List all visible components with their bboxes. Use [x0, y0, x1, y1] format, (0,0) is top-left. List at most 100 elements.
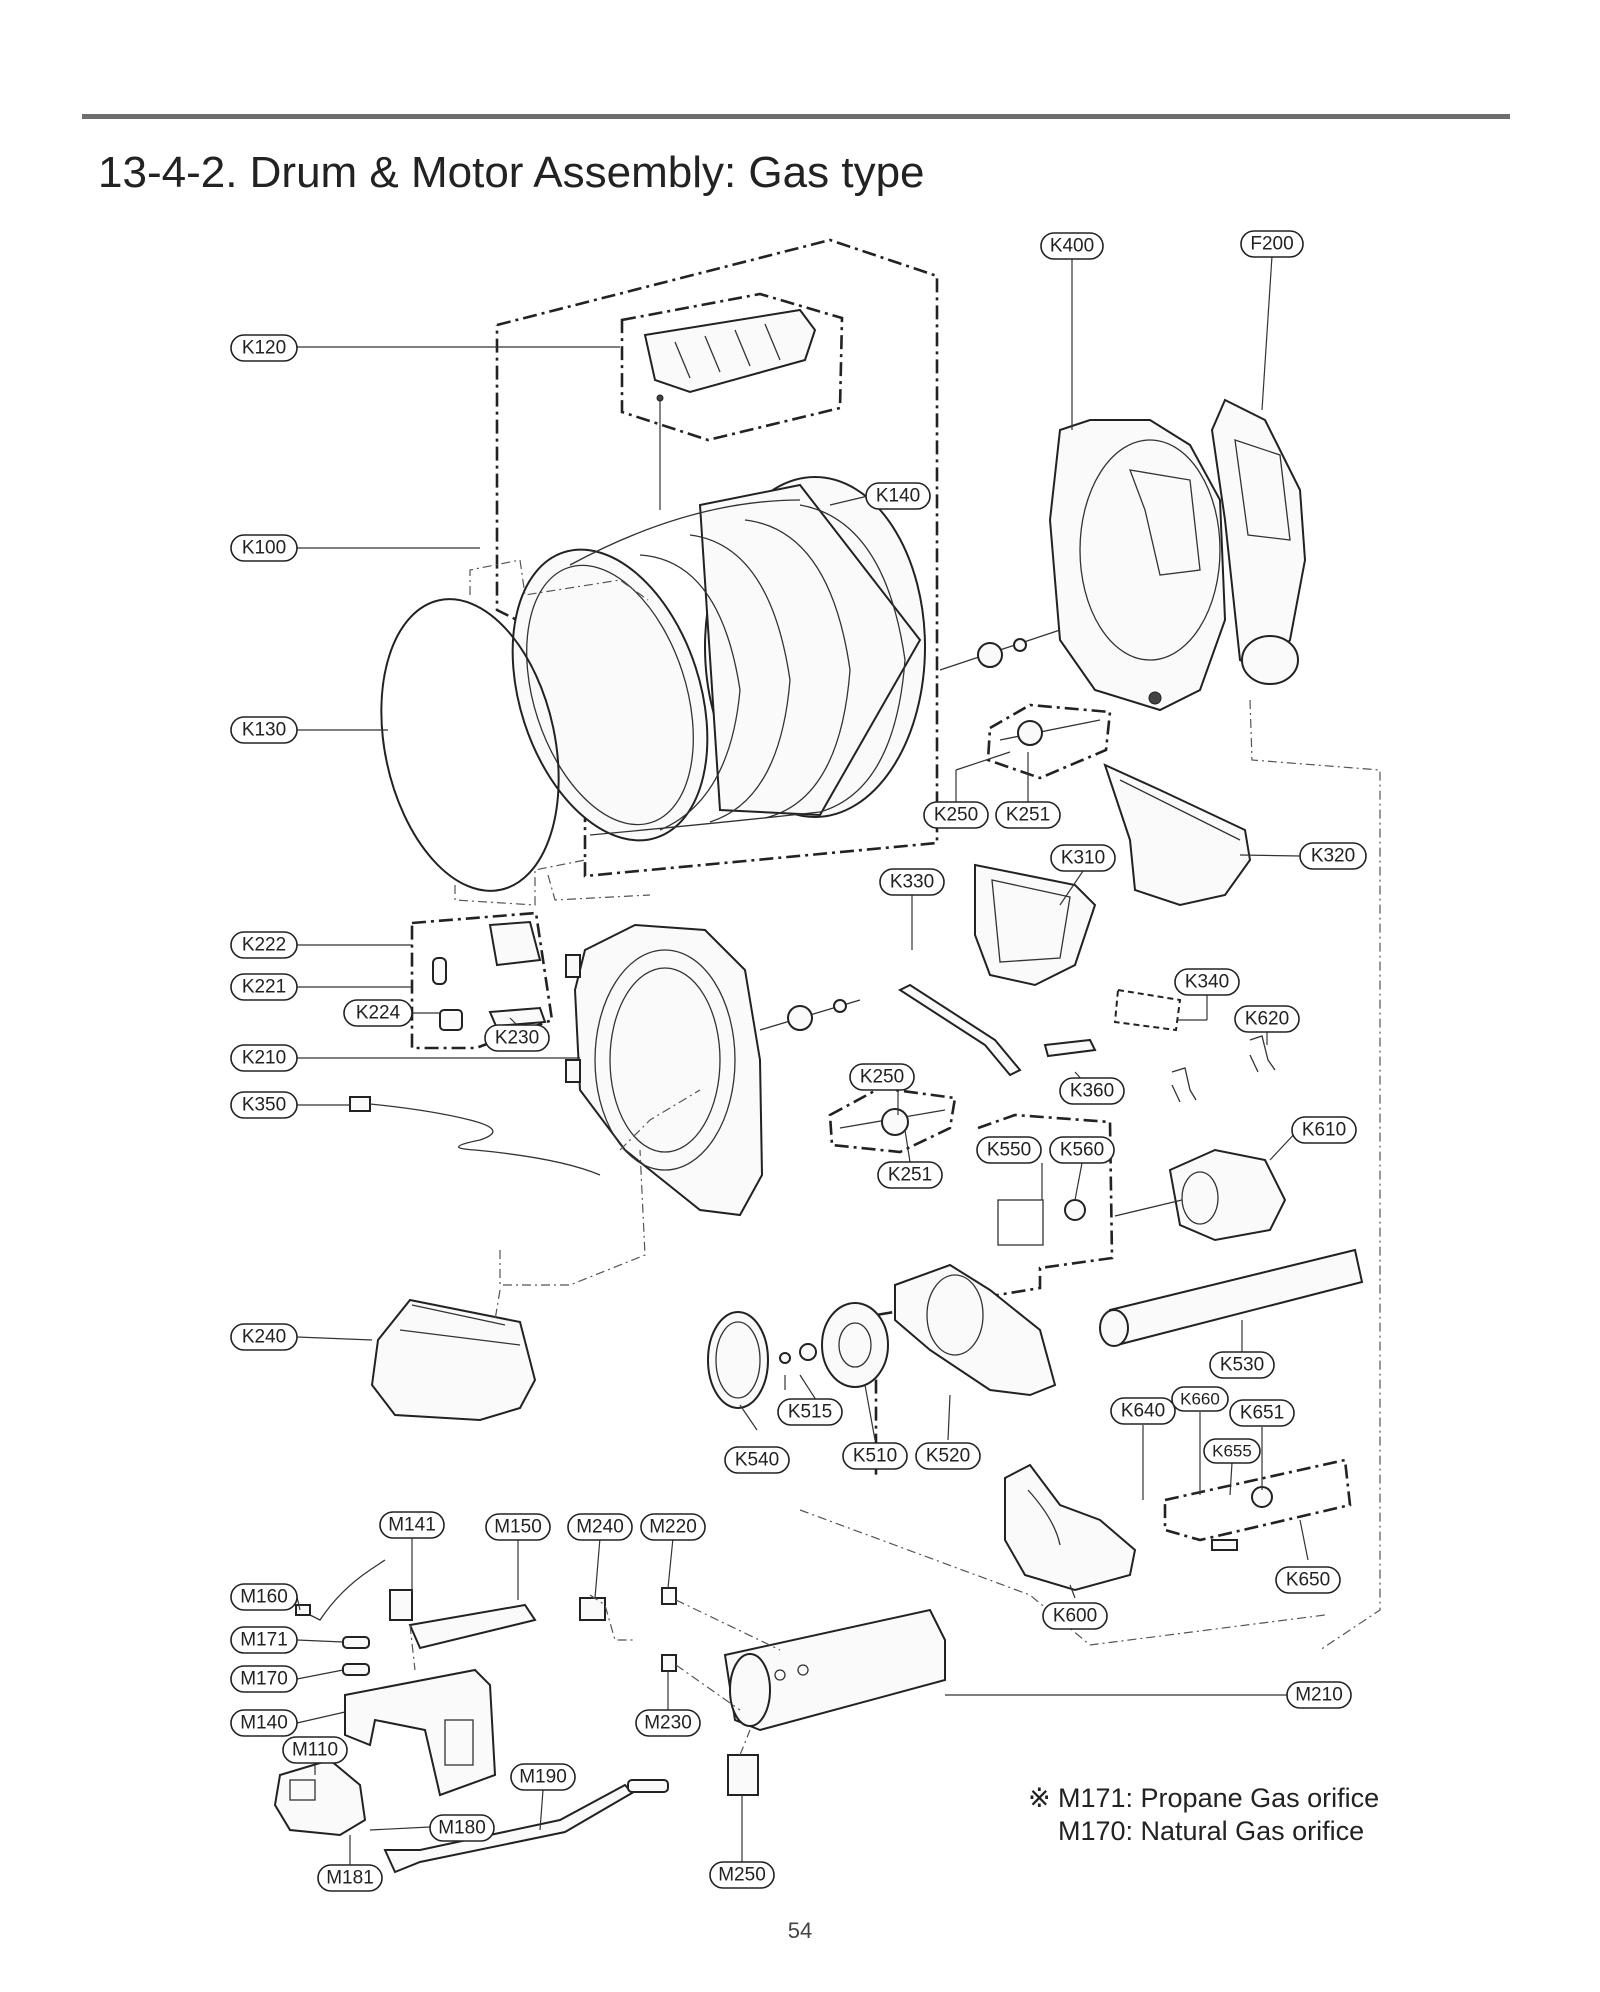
svg-text:K230: K230	[495, 1028, 539, 1049]
callout-M240: M240	[567, 1513, 633, 1541]
sensor-bracket-parts	[579, 1587, 759, 1796]
callout-K230: K230	[484, 1024, 550, 1052]
svg-text:M160: M160	[240, 1587, 288, 1608]
svg-text:K530: K530	[1220, 1355, 1264, 1376]
svg-text:K251: K251	[1006, 805, 1050, 826]
svg-text:K360: K360	[1070, 1081, 1114, 1102]
callout-M170: M170	[230, 1665, 298, 1693]
page-title: 13-4-2. Drum & Motor Assembly: Gas type	[98, 148, 925, 197]
header-rule	[82, 114, 1510, 119]
note-symbol: ※	[1028, 1783, 1051, 1813]
svg-text:M190: M190	[519, 1767, 567, 1788]
callout-M180: M180	[429, 1814, 495, 1842]
page-number: 54	[787, 1918, 813, 1943]
burner-bracket-part	[344, 1668, 497, 1797]
svg-text:M170: M170	[240, 1669, 288, 1690]
svg-text:K222: K222	[242, 935, 286, 956]
callout-K250-lower: K250	[849, 1063, 915, 1091]
callout-K610: K610	[1291, 1116, 1357, 1144]
svg-text:M180: M180	[438, 1818, 486, 1839]
svg-text:K320: K320	[1311, 846, 1355, 867]
svg-text:K330: K330	[890, 872, 934, 893]
svg-text:K120: K120	[242, 338, 286, 359]
rear-shaft-bearing-part	[939, 629, 1112, 780]
callout-M160: M160	[230, 1583, 298, 1611]
callout-K130: K130	[230, 716, 298, 744]
svg-text:K655: K655	[1212, 1442, 1252, 1461]
svg-text:K221: K221	[242, 977, 286, 998]
callout-K640: K640	[1110, 1397, 1176, 1425]
svg-text:M230: M230	[644, 1713, 692, 1734]
svg-text:K251: K251	[888, 1165, 932, 1186]
svg-text:K540: K540	[735, 1450, 779, 1471]
callout-K650: K650	[1275, 1566, 1341, 1594]
callout-M190: M190	[510, 1763, 576, 1791]
svg-text:K130: K130	[242, 720, 286, 741]
burner-tube-part	[389, 1589, 537, 1650]
callout-K100: K100	[230, 534, 298, 562]
svg-text:K515: K515	[788, 1402, 832, 1423]
callout-K251-lower: K251	[877, 1161, 943, 1189]
exhaust-duct-part	[1210, 398, 1307, 685]
filter-guide-part	[897, 983, 1182, 1077]
svg-text:K100: K100	[242, 538, 286, 559]
orifice-note: ※M171: Propane Gas orifice M170: Natural…	[1028, 1782, 1379, 1848]
drum-part	[511, 476, 926, 842]
svg-text:K350: K350	[242, 1095, 286, 1116]
svg-text:M240: M240	[576, 1517, 624, 1538]
svg-text:K250: K250	[860, 1067, 904, 1088]
svg-text:M171: M171	[240, 1630, 288, 1651]
svg-text:K224: K224	[356, 1003, 401, 1024]
svg-text:M250: M250	[718, 1865, 766, 1886]
callout-K520: K520	[915, 1442, 981, 1470]
drum-lifter-part	[620, 292, 844, 510]
callout-labels: K400 F200 K120 K140 K100 K130 K250 K251 …	[230, 230, 1367, 1892]
callout-M140: M140	[230, 1709, 298, 1737]
callout-M150: M150	[485, 1513, 551, 1541]
motor-blower-boundary	[874, 1113, 1114, 1475]
front-bearing-part	[759, 999, 957, 1154]
motor-bracket-part	[1004, 1463, 1137, 1592]
callout-M110: M110	[282, 1736, 348, 1764]
svg-text:M210: M210	[1295, 1685, 1343, 1706]
callout-K251-upper: K251	[995, 801, 1061, 829]
thermostat-group-part	[1163, 1458, 1352, 1551]
orifice-parts	[342, 1636, 370, 1676]
svg-text:K560: K560	[1060, 1140, 1104, 1161]
callout-K655: K655	[1203, 1438, 1261, 1464]
callout-K330: K330	[879, 868, 945, 896]
svg-text:K250: K250	[934, 805, 978, 826]
svg-text:M140: M140	[240, 1713, 288, 1734]
svg-text:K620: K620	[1245, 1009, 1289, 1030]
callout-K340: K340	[1174, 968, 1240, 996]
callout-K140: K140	[865, 482, 931, 510]
svg-text:K240: K240	[242, 1327, 286, 1348]
svg-text:K210: K210	[242, 1048, 286, 1069]
callout-K310: K310	[1050, 844, 1116, 872]
igniter-wire-part	[295, 1559, 386, 1621]
svg-text:K610: K610	[1302, 1120, 1346, 1141]
svg-text:K310: K310	[1061, 848, 1105, 869]
assembly-guide-lines	[409, 559, 1381, 1756]
callout-K530: K530	[1209, 1351, 1275, 1379]
note-line-2: M170: Natural Gas orifice	[1058, 1816, 1365, 1846]
callout-F200: F200	[1240, 230, 1304, 258]
callout-K350: K350	[230, 1091, 298, 1119]
callout-K360: K360	[1059, 1077, 1125, 1105]
front-duct-part	[370, 1298, 537, 1422]
svg-text:M220: M220	[649, 1517, 697, 1538]
callout-K320: K320	[1299, 842, 1367, 870]
drum-ring-part	[380, 598, 560, 892]
motor-part	[1114, 1148, 1287, 1242]
blower-wheel-part	[821, 1302, 889, 1388]
blower-gasket-part	[707, 1311, 817, 1409]
lamp-assembly-boundary	[410, 911, 554, 1050]
drum-group-boundary	[495, 238, 939, 878]
lint-filter-part	[974, 863, 1097, 987]
svg-text:M181: M181	[326, 1868, 374, 1889]
callout-K224: K224	[343, 999, 413, 1027]
svg-text:K510: K510	[853, 1446, 897, 1467]
svg-text:F200: F200	[1250, 234, 1293, 255]
svg-text:K550: K550	[987, 1140, 1031, 1161]
callout-K222: K222	[230, 931, 298, 959]
